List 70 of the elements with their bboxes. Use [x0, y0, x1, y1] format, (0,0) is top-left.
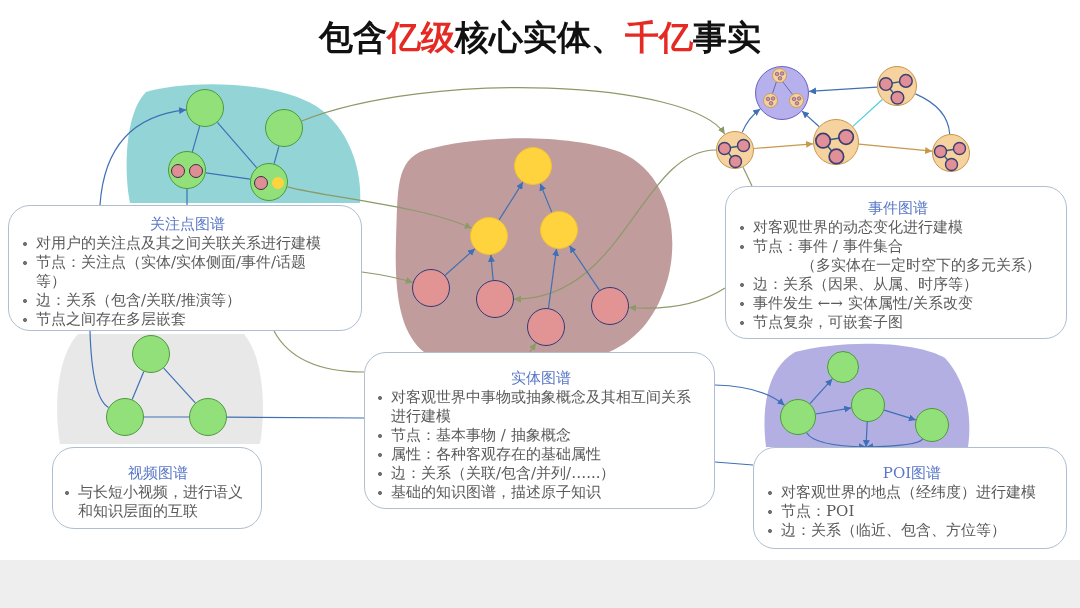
bullet-item: 对用户的关注点及其之间关联关系进行建模	[21, 234, 321, 253]
bullet-item: 属性：各种客观存在的基础属性	[376, 445, 601, 464]
bullet-continuation: （多实体在一定时空下的多元关系）	[801, 256, 1041, 275]
info-card	[364, 352, 715, 509]
connector-line	[205, 172, 251, 180]
arrow	[539, 183, 553, 213]
arrow	[286, 186, 473, 229]
connector-line	[226, 416, 365, 419]
arrow	[498, 181, 524, 221]
arrow	[444, 248, 476, 276]
arrow	[858, 143, 933, 154]
node-circle	[170, 163, 185, 178]
node-circle	[755, 66, 809, 120]
arrow	[808, 86, 878, 95]
bullet-item: 基础的知识图谱，描述原子知识	[376, 483, 601, 502]
bullet-item: 事件发生 ←→ 实体属性/关系改变	[738, 294, 973, 313]
connector-line	[163, 367, 196, 404]
arrow	[753, 140, 814, 150]
arrow	[99, 107, 187, 206]
arrow	[862, 421, 870, 448]
arrow	[883, 409, 917, 422]
arrow	[361, 271, 414, 284]
arrow	[714, 384, 785, 406]
bullet-item: 节点：事件 / 事件集合	[738, 237, 903, 256]
connector-line	[131, 371, 145, 400]
node-circle	[271, 176, 284, 189]
card-heading: 实体图谱	[511, 368, 571, 388]
node-circle	[716, 131, 754, 169]
connector-line	[143, 416, 190, 418]
info-card	[52, 447, 262, 529]
arrow	[801, 110, 820, 128]
card-heading: 视频图谱	[128, 463, 188, 483]
arrow	[741, 108, 761, 133]
bullet-item: 节点之间存在多层嵌套	[21, 310, 186, 329]
bullet-item: 节点：POI	[766, 502, 855, 521]
connector-line	[714, 461, 754, 466]
connector-line	[273, 330, 365, 373]
arrow	[547, 248, 560, 309]
node-circle	[253, 175, 268, 190]
connector-line	[273, 145, 280, 165]
connector-line	[852, 98, 883, 127]
arrow	[815, 405, 852, 415]
connector-line	[216, 121, 258, 169]
card-heading: 关注点图谱	[149, 214, 225, 234]
bullet-item: 对客观世界的地点（经纬度）进行建模	[766, 483, 1036, 502]
connector-line	[191, 125, 201, 153]
info-card	[725, 186, 1067, 339]
connector-line	[742, 166, 753, 187]
card-heading: 事件图谱	[868, 198, 928, 218]
connector-line	[914, 93, 951, 135]
arrow	[628, 287, 726, 312]
arrow	[513, 149, 717, 302]
card-heading: POI图谱	[882, 463, 942, 483]
info-card	[8, 205, 362, 331]
info-card	[753, 447, 1067, 549]
bullet-item: 对客观世界的动态变化进行建模	[738, 218, 963, 237]
arrow	[529, 342, 537, 353]
slide-title: 包含亿级核心实体、千亿事实	[319, 17, 761, 57]
arrow	[301, 87, 726, 135]
graph-region	[54, 334, 266, 444]
node-circle	[877, 66, 917, 106]
bullet-item: 节点复杂，可嵌套子图	[738, 313, 903, 332]
arrow	[809, 378, 833, 405]
arrow	[569, 245, 600, 291]
connector-line	[89, 330, 110, 409]
node-circle	[932, 134, 970, 172]
arrow	[488, 254, 495, 281]
bullet-item: 节点：基本事物 / 抽象概念	[376, 426, 571, 445]
node-circle	[813, 119, 859, 165]
node-circle	[188, 163, 203, 178]
